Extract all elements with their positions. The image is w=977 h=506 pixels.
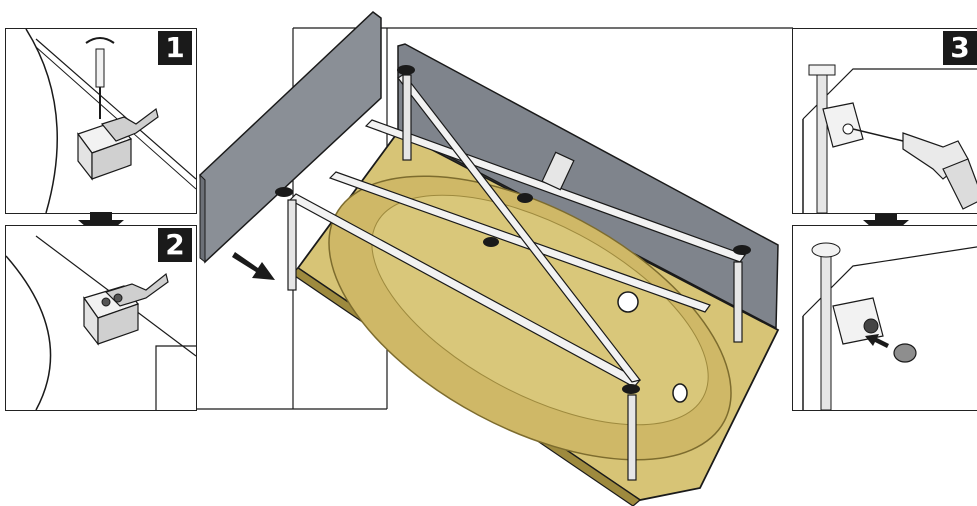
step-1-panel: 1 <box>5 28 197 214</box>
arrow-icon <box>232 252 275 280</box>
adjustable-feet <box>275 65 751 394</box>
step-1-illustration <box>25 29 196 213</box>
drill-icon <box>902 132 977 210</box>
plug-cap-icon <box>893 343 917 363</box>
step-badge: 3 <box>943 31 977 65</box>
support-legs <box>287 74 743 481</box>
step-badge: 2 <box>158 228 192 262</box>
back-panel <box>397 43 779 330</box>
step-2-illustration <box>6 235 196 410</box>
step-2-panel: 2 <box>5 225 197 411</box>
step-3-illustration <box>802 64 977 213</box>
screwdriver-icon <box>85 37 115 119</box>
step-badge: 1 <box>158 31 192 65</box>
step-3-panel: 3 <box>792 28 977 214</box>
step-4-panel <box>792 225 977 411</box>
arrow-icon <box>865 334 889 348</box>
side-panel <box>199 11 382 264</box>
overflow-icon <box>672 383 688 403</box>
support-frame <box>289 73 746 388</box>
drain-icon <box>617 291 639 313</box>
step-4-illustration <box>802 242 977 410</box>
